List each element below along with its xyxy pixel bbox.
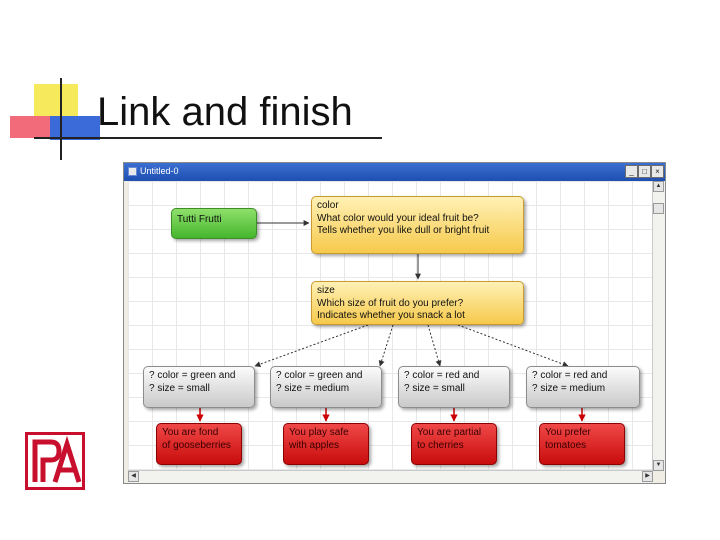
vertical-scrollbar[interactable]: ▲ ▼ [652,181,665,471]
scroll-right-icon[interactable]: ▶ [642,471,653,482]
condition-3-line-1: ? color = red and [404,370,480,381]
minimize-button[interactable]: _ [625,165,638,178]
logo-icon [25,432,85,490]
condition-node-4[interactable]: ? color = red and ? size = medium [526,366,640,408]
scroll-up-icon[interactable]: ▲ [653,181,664,192]
color-node-name: color [317,200,339,211]
result-1-line-1: You are fond [162,427,219,438]
condition-2-line-1: ? color = green and [276,370,363,381]
decor-vertical-line [60,78,62,160]
result-4-line-1: You prefer [545,427,591,438]
start-node[interactable]: Tutti Frutti [171,208,257,239]
link-size-to-condition-2[interactable] [378,324,394,367]
vertical-scroll-thumb[interactable] [653,203,664,214]
condition-node-1[interactable]: ? color = green and ? size = small [143,366,255,408]
result-2-line-2: with apples [289,439,340,451]
decor-horizontal-line [34,137,382,139]
maximize-button[interactable]: □ [638,165,651,178]
result-node-2[interactable]: You play safe with apples [283,423,369,465]
diagram-canvas[interactable]: Tutti Frutti color What color would your… [128,181,653,471]
horizontal-scrollbar[interactable]: ◀ ▶ [128,470,653,483]
result-2-line-1: You play safe [289,427,349,438]
color-node-description: Tells whether you like dull or bright fr… [317,225,490,236]
link-size-to-condition-4[interactable] [457,324,569,367]
scroll-left-icon[interactable]: ◀ [128,471,139,482]
decor-red-bar [10,116,60,138]
size-node-name: size [317,285,335,296]
result-node-3[interactable]: You are partial to cherries [411,423,497,465]
start-node-label: Tutti Frutti [177,214,222,225]
slide-title: Link and finish [97,90,353,134]
app-icon [128,167,137,176]
condition-1-line-2: ? size = small [149,382,210,394]
link-layer [196,220,586,422]
link-size-to-condition-3[interactable] [427,324,442,367]
size-node-description: Indicates whether you snack a lot [317,310,465,321]
app-window: Untitled-0 _ □ × [123,162,666,484]
result-node-4[interactable]: You prefer tomatoes [539,423,625,465]
color-node-question: What color would your ideal fruit be? [317,212,479,224]
color-question-node[interactable]: color What color would your ideal fruit … [311,196,524,254]
result-3-line-1: You are partial [417,427,482,438]
decor-blue-bar [50,116,100,140]
condition-4-line-2: ? size = medium [532,382,606,394]
condition-node-3[interactable]: ? color = red and ? size = small [398,366,510,408]
size-question-node[interactable]: size Which size of fruit do you prefer? … [311,281,524,325]
close-button[interactable]: × [651,165,664,178]
result-3-line-2: to cherries [417,439,464,451]
condition-3-line-2: ? size = small [404,382,465,394]
result-4-line-2: tomatoes [545,439,587,451]
result-1-line-2: of gooseberries [162,439,231,451]
condition-2-line-2: ? size = medium [276,382,350,394]
condition-node-2[interactable]: ? color = green and ? size = medium [270,366,382,408]
window-title: Untitled-0 [140,166,179,176]
size-node-question: Which size of fruit do you prefer? [317,297,464,309]
condition-4-line-1: ? color = red and [532,370,608,381]
scroll-down-icon[interactable]: ▼ [653,460,664,471]
link-size-to-condition-1[interactable] [254,324,369,367]
condition-1-line-1: ? color = green and [149,370,236,381]
result-node-1[interactable]: You are fond of gooseberries [156,423,242,465]
window-titlebar[interactable]: Untitled-0 _ □ × [124,163,665,181]
